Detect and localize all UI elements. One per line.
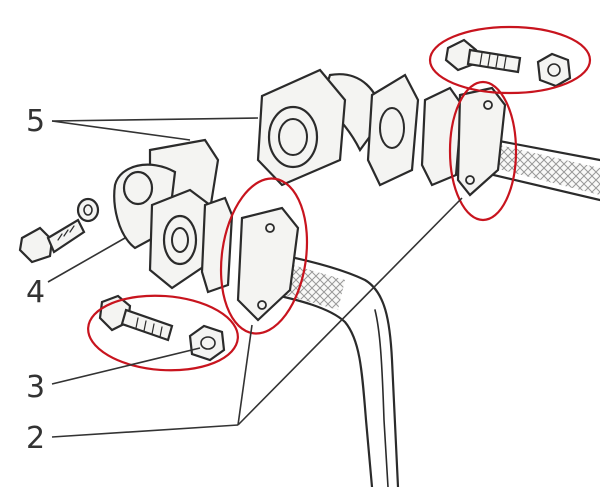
upper-flange-gasket bbox=[420, 86, 464, 187]
highlight-lower-bolt-nut bbox=[87, 294, 239, 372]
leader-2a bbox=[237, 324, 253, 426]
upper-flange-port bbox=[267, 105, 319, 169]
hex-nut-lower-icon bbox=[188, 324, 226, 362]
bolt-shank-upper bbox=[466, 48, 522, 74]
left-gasket bbox=[200, 196, 234, 294]
upper-flange-mid bbox=[366, 73, 420, 187]
upper-bolt-and-nut bbox=[444, 38, 572, 88]
left-manifold bbox=[113, 138, 300, 322]
left-bolt-and-washer bbox=[18, 197, 100, 264]
highlight-upper-bolt-nut bbox=[428, 25, 592, 95]
callout-5: 5 bbox=[26, 104, 45, 139]
callout-3: 3 bbox=[26, 370, 45, 405]
highlight-markers bbox=[87, 25, 592, 372]
leader-2b bbox=[237, 197, 463, 426]
left-clamp-flange-2 bbox=[236, 206, 300, 322]
leader-5a bbox=[51, 120, 191, 141]
highlight-upper-clamp bbox=[448, 80, 518, 222]
leader-5b bbox=[51, 117, 259, 122]
highlight-lower-clamp bbox=[219, 177, 309, 335]
bolt-shank-lower bbox=[120, 308, 174, 342]
hex-bolt-head-icon bbox=[18, 226, 54, 264]
upper-clamp-flange-2 bbox=[456, 86, 507, 197]
washer-icon bbox=[76, 197, 100, 223]
upper-manifold bbox=[256, 68, 507, 197]
leader-3 bbox=[51, 347, 201, 385]
bolt-shank bbox=[46, 218, 86, 254]
hex-nut-upper-icon bbox=[536, 52, 572, 88]
leader-lines bbox=[47, 117, 463, 438]
leader-2-base bbox=[51, 424, 239, 438]
callout-labels: 5 4 3 2 bbox=[26, 104, 45, 456]
callout-2: 2 bbox=[26, 421, 45, 456]
exhaust-pipe bbox=[253, 126, 600, 487]
leader-4 bbox=[47, 237, 126, 283]
callout-4: 4 bbox=[26, 275, 45, 310]
